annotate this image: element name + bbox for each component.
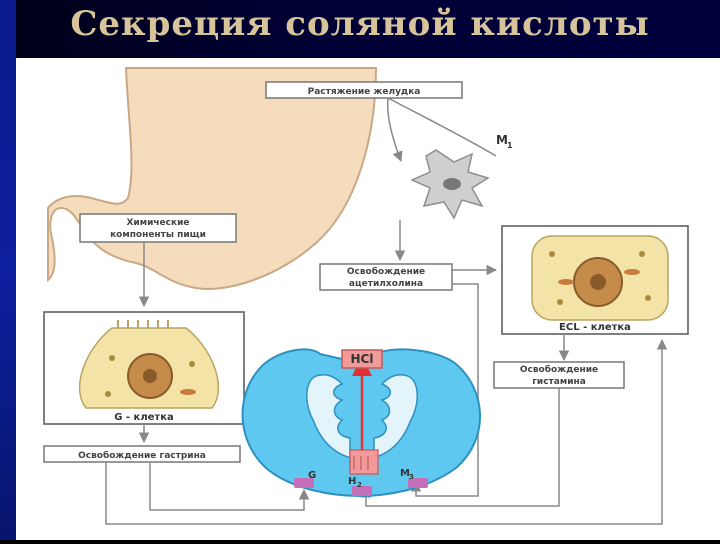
- receptor-h2-subscript: 2: [357, 481, 362, 489]
- stomach-shape: [47, 67, 378, 290]
- ecl-cell-panel: ECL - клетка: [501, 225, 689, 335]
- g-cell-microvilli: [117, 320, 169, 328]
- arrow-histamine-to-h2: [360, 388, 560, 507]
- g-granule: [189, 361, 195, 367]
- food-components-line1: Химические: [126, 218, 189, 228]
- ecl-mitochondrion: [558, 279, 574, 285]
- ecl-granule: [645, 295, 651, 301]
- food-components-line2: компоненты пищи: [110, 230, 206, 240]
- ecl-cell-nucleolus: [590, 274, 606, 290]
- nerve-line-2: [387, 97, 497, 157]
- stomach-stretch-label: Растяжение желудка: [308, 87, 421, 97]
- hcl-secretion-diagram: Растяжение желудка M 1 Химические компон…: [43, 67, 689, 525]
- acetylcholine-line2: ацетилхолина: [349, 279, 423, 289]
- histamine-line2: гистамина: [532, 377, 586, 387]
- gastrin-receptor: [294, 478, 314, 488]
- proton-pump-stripes: [353, 456, 369, 470]
- acetylcholine-line1: Освобождение: [347, 266, 425, 277]
- histamine-line1: Освобождение: [520, 364, 598, 375]
- hcl-label: HCl: [351, 352, 374, 366]
- stomach-stretch-box: Растяжение желудка: [265, 81, 463, 99]
- hcl-box: HCl: [341, 349, 383, 369]
- slide-title: Секреция соляной кислоты: [70, 4, 650, 44]
- h2-receptor: [352, 486, 372, 496]
- proton-pump: [349, 449, 379, 475]
- m1-subscript: 1: [507, 141, 513, 150]
- diagram-figure: Растяжение желудка M 1 Химические компон…: [16, 58, 720, 540]
- gastrin-label: Освобождение гастрина: [78, 450, 206, 461]
- g-granule: [105, 391, 111, 397]
- gastrin-box: Освобождение гастрина: [43, 445, 241, 463]
- receptor-g-label: G: [308, 470, 316, 481]
- food-components-box: Химические компоненты пищи: [79, 213, 237, 243]
- m1-neuron-nucleus: [443, 178, 461, 190]
- ecl-cell-label: ECL - клетка: [559, 322, 631, 333]
- m1-label: M: [496, 133, 508, 147]
- g-cell-nucleolus: [143, 369, 157, 383]
- acetylcholine-box: Освобождение ацетилхолина: [319, 263, 453, 291]
- arrow-ach-to-m3: [410, 283, 479, 497]
- receptor-m3-subscript: 3: [409, 473, 414, 481]
- ecl-granule: [549, 251, 555, 257]
- histamine-box: Освобождение гистамина: [493, 361, 625, 389]
- arrow-gastrin-to-ecl: [105, 338, 668, 525]
- side-band: [0, 0, 16, 540]
- ecl-mitochondrion: [624, 269, 640, 275]
- g-mitochondrion: [180, 389, 196, 395]
- g-cell-panel: G - клетка: [43, 311, 245, 425]
- receptor-h2-label: H: [348, 476, 356, 487]
- receptor-m3-label: M: [400, 468, 410, 479]
- m3-receptor: [408, 478, 428, 488]
- g-cell-label: G - клетка: [114, 412, 174, 423]
- ecl-granule: [557, 299, 563, 305]
- ecl-granule: [639, 251, 645, 257]
- arrow-gastrin-to-g-receptor: [149, 462, 310, 511]
- g-granule: [109, 355, 115, 361]
- nerve-line-1: [386, 97, 403, 162]
